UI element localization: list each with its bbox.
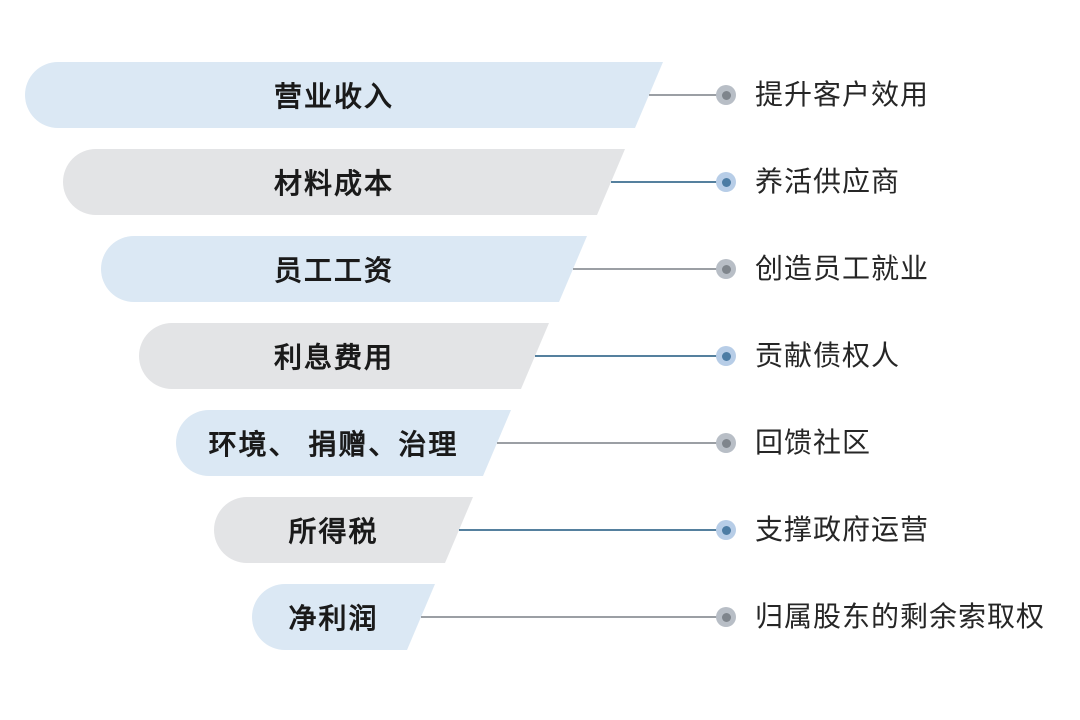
bullet-marker bbox=[716, 433, 736, 453]
note-label: 创造员工就业 bbox=[755, 253, 930, 284]
funnel-bar-label: 净利润 bbox=[288, 603, 379, 634]
funnel-bar-esg: 环境、 捐赠、治理 bbox=[176, 410, 511, 476]
bullet-dot bbox=[721, 90, 731, 100]
bullet-dot bbox=[721, 351, 731, 361]
connector-line bbox=[535, 355, 726, 357]
funnel-bar-revenue: 营业收入 bbox=[25, 62, 663, 128]
funnel-bar-net-profit: 净利润 bbox=[252, 584, 435, 650]
funnel-bar-interest: 利息费用 bbox=[139, 323, 549, 389]
bullet-marker bbox=[716, 259, 736, 279]
funnel-bar-label: 利息费用 bbox=[273, 342, 394, 373]
bullet-dot bbox=[721, 525, 731, 535]
funnel-bar-label: 所得税 bbox=[288, 516, 379, 547]
bullet-dot bbox=[721, 177, 731, 187]
connector-line bbox=[459, 529, 726, 531]
connector-line bbox=[497, 442, 726, 444]
note-label: 贡献债权人 bbox=[755, 340, 901, 371]
note-label: 提升客户效用 bbox=[755, 79, 930, 110]
funnel-bar-label: 环境、 捐赠、治理 bbox=[208, 429, 459, 460]
connector-line bbox=[421, 616, 726, 618]
funnel-bar-label: 员工工资 bbox=[273, 255, 394, 286]
note-label: 回馈社区 bbox=[755, 427, 872, 458]
note-label: 养活供应商 bbox=[755, 166, 901, 197]
connector-line bbox=[649, 94, 726, 96]
bullet-marker bbox=[716, 85, 736, 105]
funnel-bar-income-tax: 所得税 bbox=[214, 497, 473, 563]
funnel-bar-label: 营业收入 bbox=[273, 81, 394, 112]
funnel-bar-wages: 员工工资 bbox=[101, 236, 587, 302]
connector-line bbox=[573, 268, 726, 270]
funnel-bar-material-cost: 材料成本 bbox=[63, 149, 625, 215]
bullet-marker bbox=[716, 520, 736, 540]
bullet-dot bbox=[721, 612, 731, 622]
bullet-marker bbox=[716, 346, 736, 366]
note-label: 归属股东的剩余索取权 bbox=[755, 601, 1046, 632]
funnel-bar-label: 材料成本 bbox=[273, 168, 394, 199]
bullet-dot bbox=[721, 438, 731, 448]
bullet-marker bbox=[716, 607, 736, 627]
bullet-marker bbox=[716, 172, 736, 192]
connector-line bbox=[611, 181, 726, 183]
note-label: 支撑政府运营 bbox=[755, 514, 930, 545]
bullet-dot bbox=[721, 264, 731, 274]
